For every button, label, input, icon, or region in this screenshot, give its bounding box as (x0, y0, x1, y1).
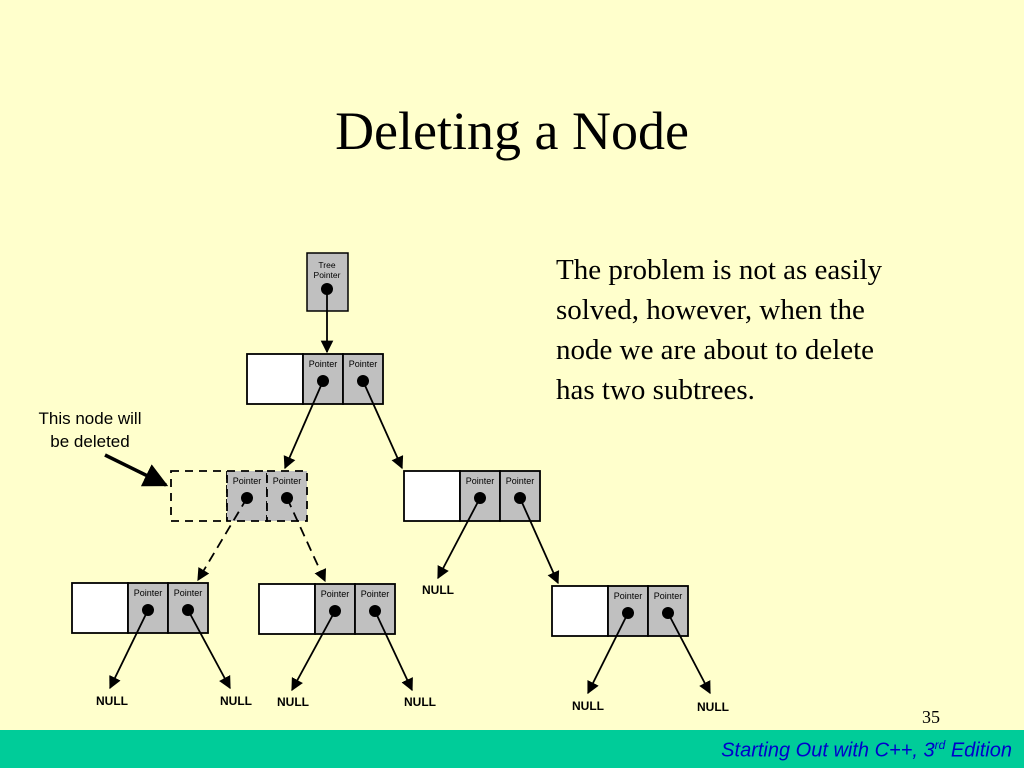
pointer-label: Pointer (309, 359, 338, 369)
pointer-label: Pointer (273, 476, 302, 486)
root-right-arrow (362, 380, 404, 470)
null-arrow (374, 610, 413, 692)
pointer-label: Pointer (349, 359, 378, 369)
left-left-node-data-cell (71, 582, 129, 634)
callout-text: This node will (39, 409, 142, 428)
body-line: solved, however, when the (556, 294, 865, 326)
null-arrow (291, 610, 336, 692)
left-right-node-data-cell (258, 583, 316, 635)
right-null-arrow (437, 497, 481, 580)
null-arrow (109, 609, 149, 690)
null-label: NULL (220, 694, 252, 708)
footer-text: Starting Out with C++, 3rd Edition (721, 738, 1012, 763)
footer-suffix: Edition (945, 739, 1012, 762)
pointer-label: Pointer (361, 589, 390, 599)
pointer-label: Pointer (654, 591, 683, 601)
pointer-label: Pointer (614, 591, 643, 601)
slide-body-text: The problem is not as easily solved, how… (556, 250, 956, 410)
tree-pointer-label: Tree (318, 260, 335, 270)
null-arrow (667, 612, 711, 695)
page-number: 35 (922, 707, 940, 727)
root-left-arrow (283, 380, 324, 470)
right-right-node-data-cell (551, 585, 609, 637)
null-label: NULL (404, 695, 436, 709)
pointer-label: Pointer (321, 589, 350, 599)
footer-superscript: rd (934, 738, 946, 752)
right-right-arrow (519, 497, 560, 585)
pointer-label: Pointer (174, 588, 203, 598)
right-child-node-data-cell (403, 470, 461, 522)
callout-text: be deleted (50, 432, 129, 451)
root-node-data-cell (246, 353, 304, 405)
body-line: node we are about to delete (556, 334, 875, 366)
null-arrow (187, 609, 231, 690)
pointer-label: Pointer (466, 476, 495, 486)
pointer-label: Pointer (506, 476, 535, 486)
tree-pointer-label: Pointer (314, 270, 341, 280)
body-line: has two subtrees. (556, 374, 755, 406)
body-line: The problem is not as easily (556, 254, 883, 286)
null-label: NULL (96, 694, 128, 708)
slide-title: Deleting a Node (335, 101, 689, 161)
null-label: NULL (697, 700, 729, 714)
null-label: NULL (277, 695, 309, 709)
null-label: NULL (572, 699, 604, 713)
deleted-node-data-cell (170, 470, 228, 522)
pointer-label: Pointer (233, 476, 262, 486)
null-arrow (587, 612, 629, 695)
null-label: NULL (422, 583, 454, 597)
callout-arrow (104, 453, 169, 487)
pointer-label: Pointer (134, 588, 163, 598)
footer-bar: Starting Out with C++, 3rd Edition (0, 730, 1024, 768)
footer-prefix: Starting Out with C++, 3 (721, 739, 935, 762)
